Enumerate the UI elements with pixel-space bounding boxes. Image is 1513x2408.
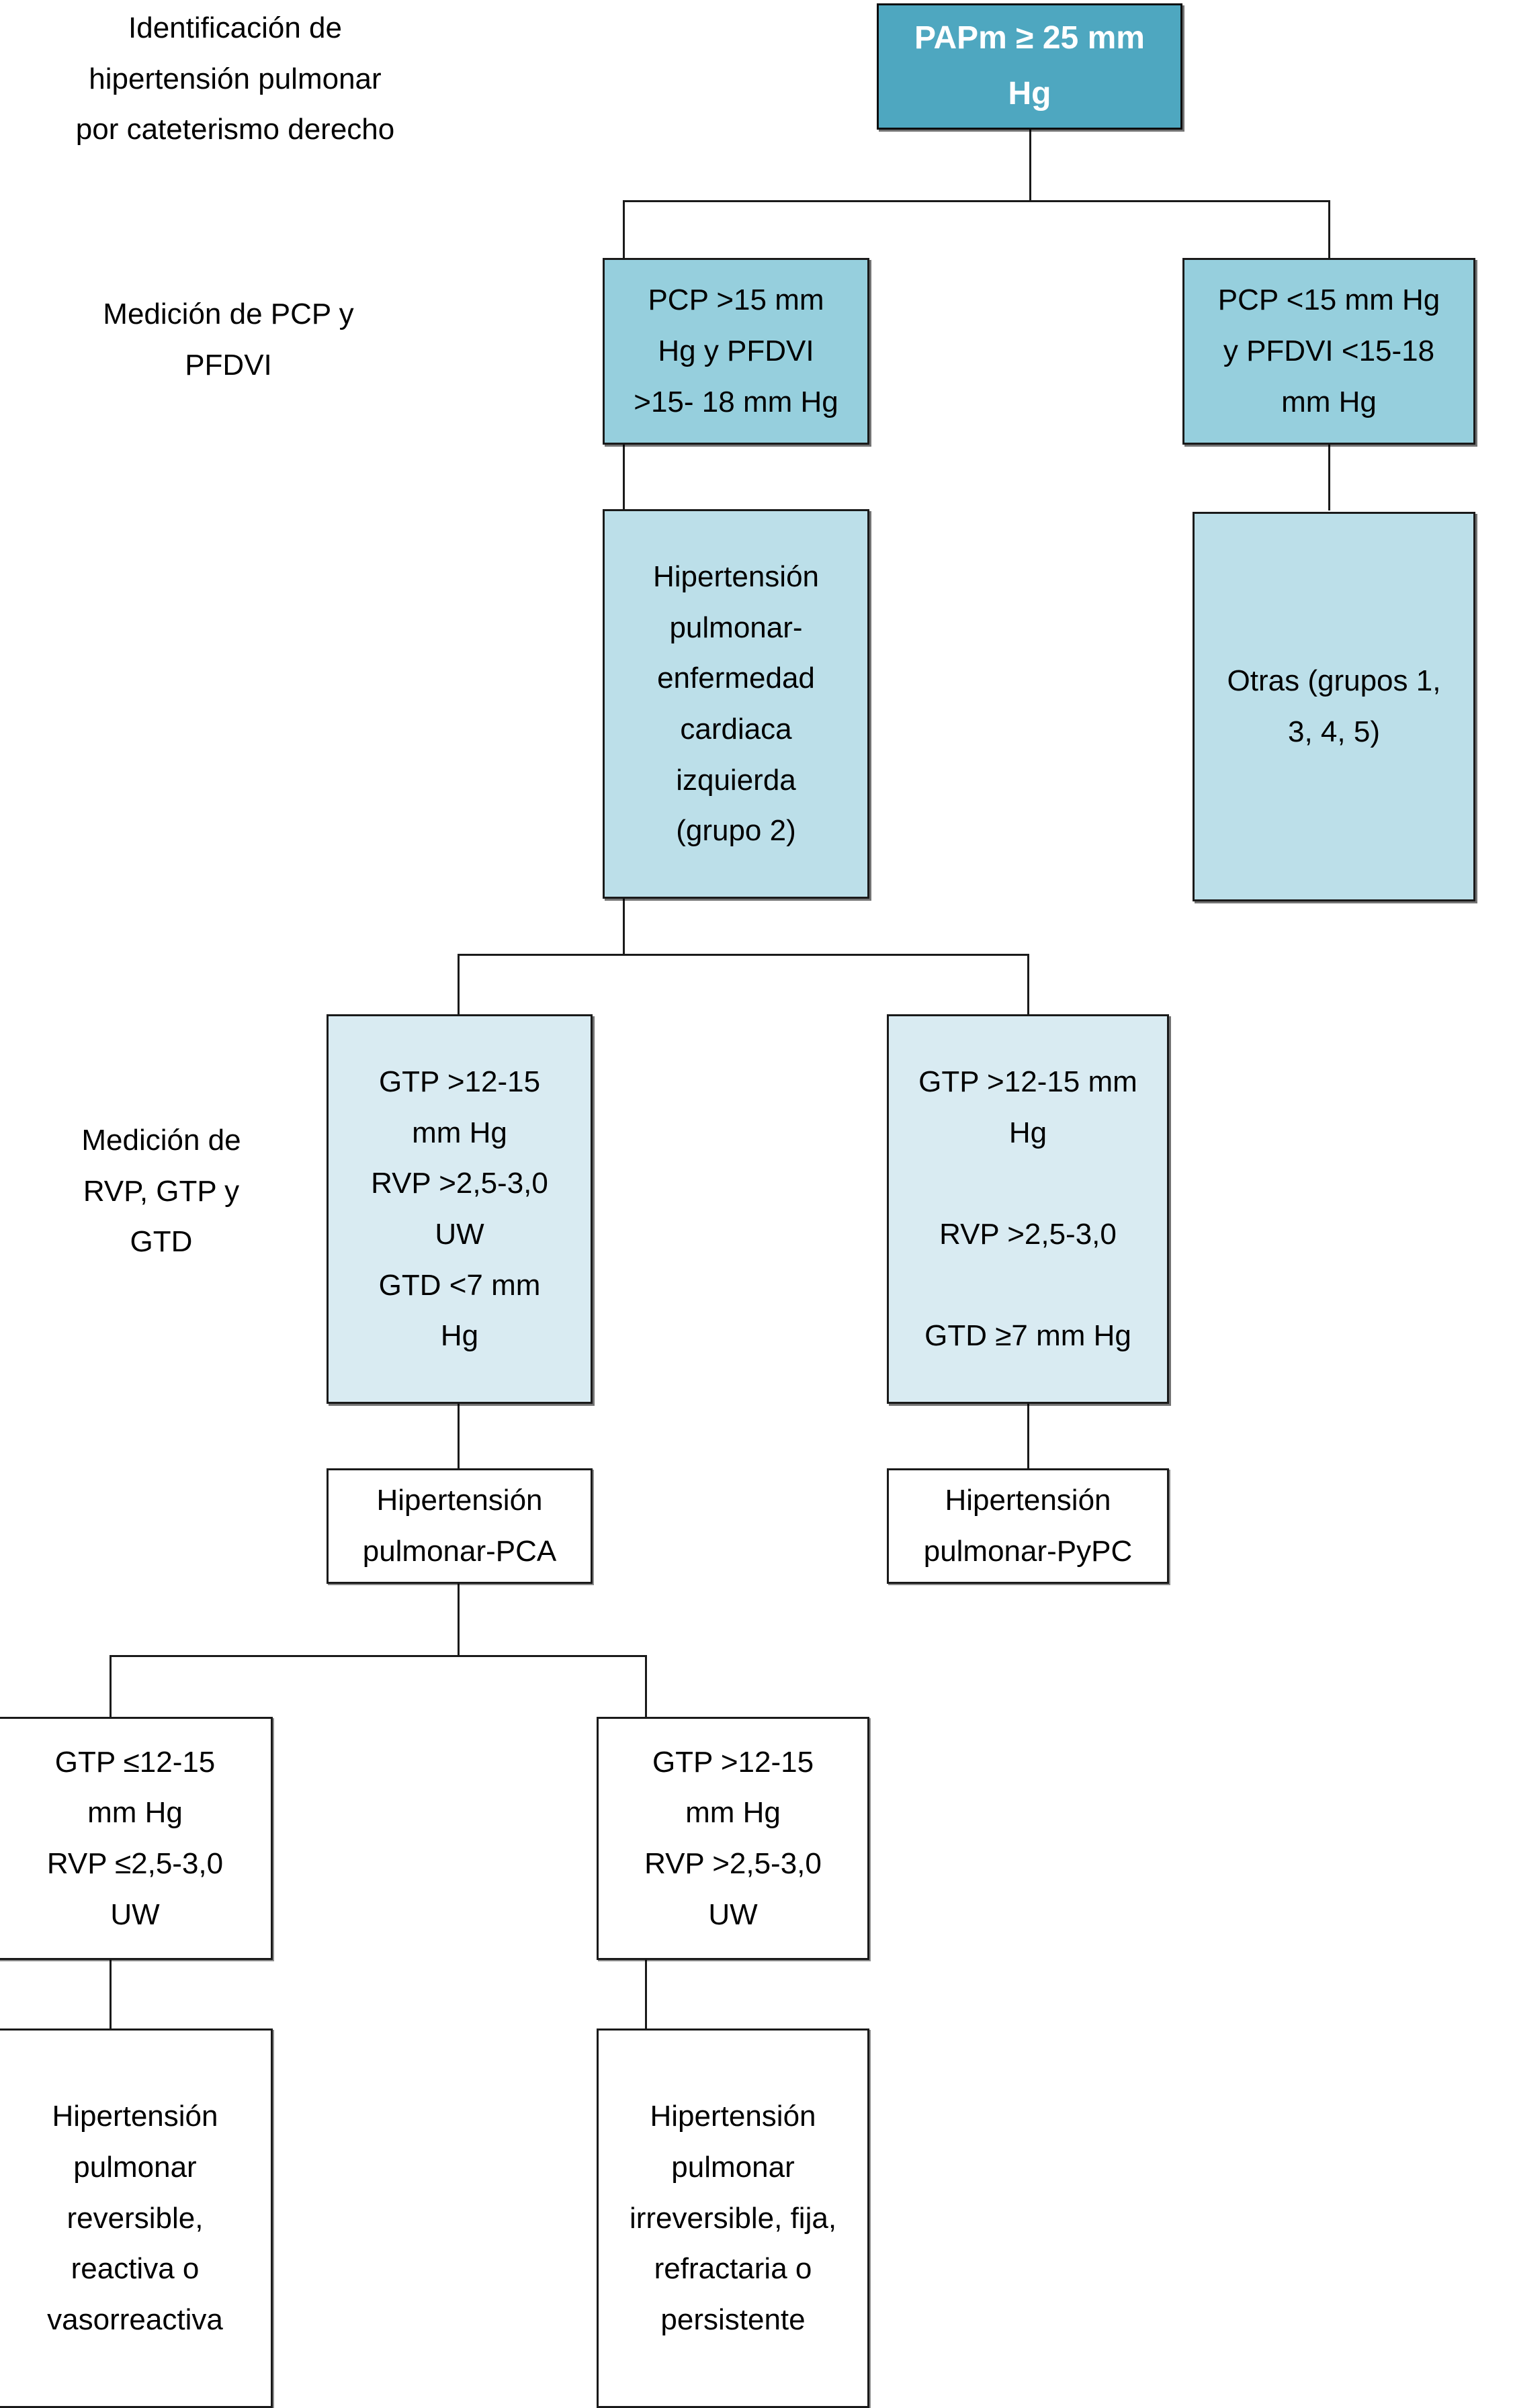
node-hp-enfermedad-cardiaca-izquierda[interactable]: Hipertensión pulmonar- enfermedad cardia… (603, 509, 869, 899)
connector-row2-left-drop (623, 200, 625, 259)
connector-gtp-right-drop (1027, 954, 1029, 1016)
node-gtp-menor-igual-12-15[interactable]: GTP ≤12-15 mm Hg RVP ≤2,5-3,0 UW (0, 1717, 273, 1960)
node-pcp-menor-15[interactable]: PCP <15 mm Hg y PFDVI <15-18 mm Hg (1182, 258, 1475, 445)
connector-row2-bus (623, 200, 1330, 202)
connector-bottom-left-drop (110, 1655, 112, 1719)
node-otras-grupos[interactable]: Otras (grupos 1, 3, 4, 5) (1193, 512, 1475, 901)
node-hp-pypc[interactable]: Hipertensión pulmonar-PyPC (887, 1468, 1169, 1584)
connector-gtp-le-to-hp-reversible (110, 1960, 112, 2031)
caption-identificacion: Identificación de hipertensión pulmonar … (75, 11, 395, 146)
node-gtp-gtd-mayor-igual-7[interactable]: GTP >12-15 mm Hg RVP >2,5-3,0 GTD ≥7 mm … (887, 1014, 1169, 1404)
connector-gtp-bus (458, 954, 1029, 956)
connector-hp-cardiaca-stem (623, 897, 625, 956)
node-hp-reversible[interactable]: Hipertensión pulmonar reversible, reacti… (0, 2028, 273, 2408)
connector-pcp-low-to-otras (1328, 443, 1330, 510)
connector-root-stem (1029, 128, 1031, 202)
node-hp-irreversible[interactable]: Hipertensión pulmonar irreversible, fija… (597, 2028, 869, 2408)
node-gtp-gtd-menor-7[interactable]: GTP >12-15 mm Hg RVP >2,5-3,0 UW GTD <7 … (327, 1014, 593, 1404)
caption-medicion-pcp: Medición de PCP y PFDVI (103, 298, 354, 382)
connector-bottom-bus (110, 1655, 647, 1657)
connector-hp-pca-stem (458, 1582, 460, 1657)
connector-bottom-right-drop (645, 1655, 647, 1719)
connector-row2-right-drop (1328, 200, 1330, 259)
node-pcp-mayor-15[interactable]: PCP >15 mm Hg y PFDVI >15- 18 mm Hg (603, 258, 869, 445)
connector-gtp-gt-to-hp-irreversible (645, 1960, 647, 2031)
connector-pcp-high-to-hp-cardiaca (623, 443, 625, 510)
connector-gtp-left-drop (458, 954, 460, 1016)
connector-gtp-right-to-hp-pypc (1027, 1402, 1029, 1470)
caption-medicion-rvp: Medición de RVP, GTP y GTD (81, 1124, 241, 1259)
node-papm[interactable]: PAPm ≥ 25 mm Hg (877, 3, 1182, 130)
node-hp-pca[interactable]: Hipertensión pulmonar-PCA (327, 1468, 593, 1584)
connector-gtp-left-to-hp-pca (458, 1402, 460, 1470)
node-gtp-mayor-12-15[interactable]: GTP >12-15 mm Hg RVP >2,5-3,0 UW (597, 1717, 869, 1960)
